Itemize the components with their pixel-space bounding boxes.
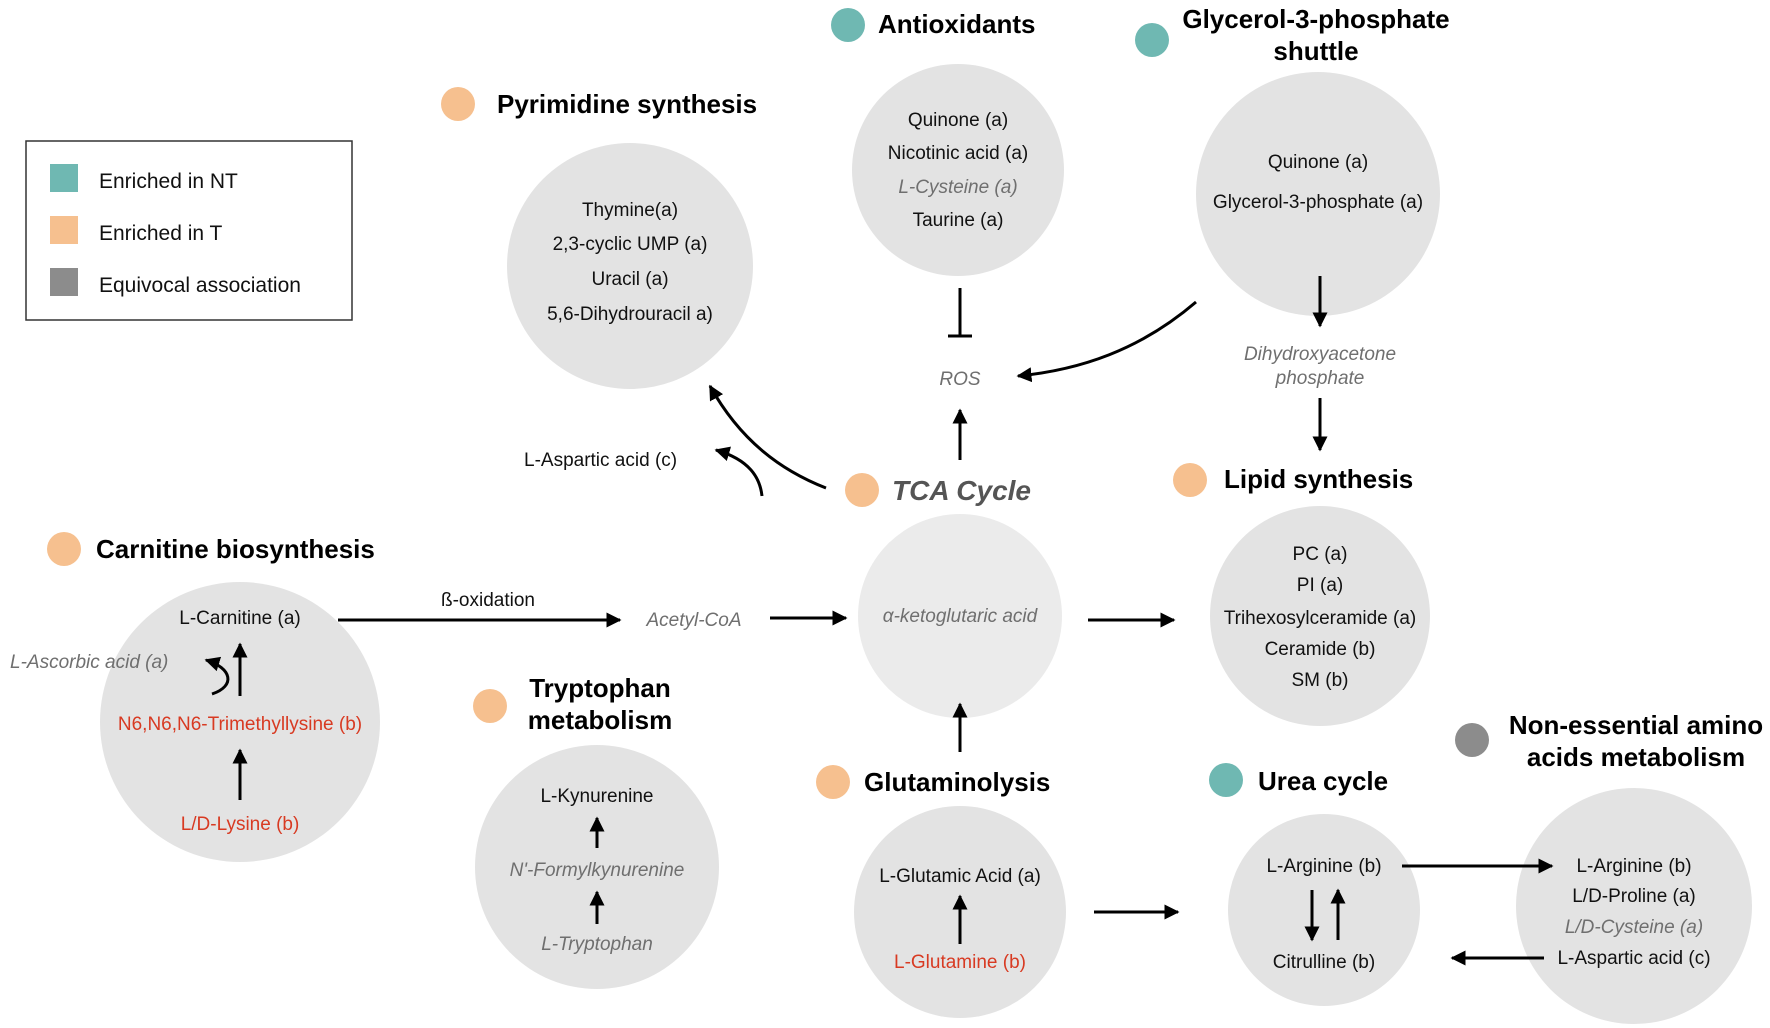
legend: Enriched in NT Enriched in T Equivocal a…: [25, 140, 353, 321]
metabolite-trihexosylceramide: Trihexosylceramide (a): [1224, 608, 1417, 629]
status-dot-carnitine: [47, 532, 81, 566]
legend-label-t: Enriched in T: [99, 222, 223, 245]
pathway-glycerol-shuttle: Glycerol-3-phosphate shuttle Quinone (a)…: [1135, 4, 1450, 316]
legend-label-nt: Enriched in NT: [99, 170, 238, 193]
pathway-title-lipid: Lipid synthesis: [1224, 464, 1413, 494]
status-dot-lipid: [1173, 463, 1207, 497]
status-dot-glutaminolysis: [816, 765, 850, 799]
intermediate-l-aspartic-acid: L-Aspartic acid (c): [524, 450, 677, 471]
metabolite-uracil: Uracil (a): [591, 269, 668, 290]
metabolite-ceramide: Ceramide (b): [1265, 639, 1376, 660]
metabolite-cyclic-ump: 2,3-cyclic UMP (a): [553, 234, 708, 255]
pathway-antioxidants: Antioxidants Quinone (a) Nicotinic acid …: [831, 8, 1064, 276]
metabolite-l-cysteine: L-Cysteine (a): [898, 177, 1017, 198]
metabolite-l-d-lysine: L/D-Lysine (b): [181, 814, 300, 835]
pathway-circle-tryptophan: [475, 745, 719, 989]
legend-label-equivocal: Equivocal association: [99, 274, 301, 297]
pathway-title-tryptophan-line1: Tryptophan: [529, 673, 671, 703]
pathway-title-glycerol-line1: Glycerol-3-phosphate: [1182, 4, 1449, 34]
cofactor-l-ascorbic-acid: L-Ascorbic acid (a): [10, 652, 168, 673]
metabolite-thymine: Thymine(a): [582, 200, 678, 221]
ascorbic-cofactor-curve: [204, 656, 230, 696]
pathway-nonessential-amino-acids: Non-essential amino acids metabolism L-A…: [1455, 710, 1763, 1024]
metabolite-l-tryptophan: L-Tryptophan: [541, 934, 653, 955]
pathway-title-tca: TCA Cycle: [892, 475, 1031, 506]
metabolite-l-arginine-nea: L-Arginine (b): [1576, 856, 1691, 877]
intermediate-ros: ROS: [939, 369, 981, 390]
pathway-urea-cycle: Urea cycle L-Arginine (b) Citrulline (b): [1209, 763, 1420, 1006]
status-dot-antioxidants: [831, 8, 865, 42]
arrow-tca-to-pyrimidine: [708, 384, 827, 490]
metabolite-n-formylkynurenine: N'-Formylkynurenine: [510, 860, 685, 881]
pathway-circle-tca: [858, 514, 1062, 718]
pathway-circle-nonessential: [1516, 788, 1752, 1024]
pathway-title-tryptophan-line2: metabolism: [528, 705, 673, 735]
metabolite-l-arginine-urea: L-Arginine (b): [1266, 856, 1381, 877]
pathway-title-glutaminolysis: Glutaminolysis: [864, 767, 1050, 797]
pathway-tca-cycle: TCA Cycle α-ketoglutaric acid: [845, 473, 1062, 718]
metabolite-quinone: Quinone (a): [908, 110, 1008, 131]
pathway-title-urea: Urea cycle: [1258, 766, 1388, 796]
pathway-pyrimidine: Pyrimidine synthesis Thymine(a) 2,3-cycl…: [441, 87, 757, 389]
pathway-circle-lipid: [1210, 506, 1430, 726]
metabolite-l-glutamine: L-Glutamine (b): [894, 952, 1026, 973]
status-dot-nonessential: [1455, 723, 1489, 757]
pathway-carnitine: Carnitine biosynthesis L-Carnitine (a) N…: [47, 532, 380, 862]
metabolite-alpha-ketoglutaric-acid: α-ketoglutaric acid: [883, 606, 1039, 627]
pathway-circle-glycerol: [1196, 72, 1440, 316]
metabolite-citrulline: Citrulline (b): [1273, 952, 1375, 973]
metabolite-dihydrouracil: 5,6-Dihydrouracil a): [547, 304, 713, 325]
metabolite-l-glutamic-acid: L-Glutamic Acid (a): [879, 866, 1041, 887]
pathway-circle-carnitine: [100, 582, 380, 862]
legend-swatch-nt: [50, 164, 78, 192]
metabolite-sm: SM (b): [1292, 670, 1349, 691]
pathway-tryptophan: Tryptophan metabolism L-Kynurenine N'-Fo…: [473, 673, 719, 989]
metabolite-l-d-proline: L/D-Proline (a): [1572, 886, 1696, 907]
pathway-glutaminolysis: Glutaminolysis L-Glutamic Acid (a) L-Glu…: [816, 765, 1066, 1018]
status-dot-pyrimidine: [441, 87, 475, 121]
legend-box: [25, 140, 353, 321]
metabolite-pi: PI (a): [1297, 575, 1343, 596]
legend-swatch-equivocal: [50, 268, 78, 296]
status-dot-tca: [845, 473, 879, 507]
metabolite-l-aspartic-acid-nea: L-Aspartic acid (c): [1557, 948, 1710, 969]
legend-swatch-t: [50, 216, 78, 244]
status-dot-tryptophan: [473, 689, 507, 723]
metabolite-l-kynurenine: L-Kynurenine: [540, 786, 653, 807]
status-dot-urea: [1209, 763, 1243, 797]
status-dot-glycerol: [1135, 23, 1169, 57]
pathway-circle-antioxidants: [852, 64, 1064, 276]
intermediate-dhap-line1: Dihydroxyacetone: [1244, 344, 1396, 365]
pathway-title-nonessential-line1: Non-essential amino: [1509, 710, 1763, 740]
pathway-lipid: Lipid synthesis PC (a) PI (a) Trihexosyl…: [1173, 463, 1430, 726]
metabolite-pc: PC (a): [1293, 544, 1348, 565]
metabolite-nicotinic-acid: Nicotinic acid (a): [888, 143, 1028, 164]
metabolite-l-carnitine: L-Carnitine (a): [179, 608, 300, 629]
pathway-circle-urea: [1228, 814, 1420, 1006]
metabolite-taurine: Taurine (a): [913, 210, 1004, 231]
label-beta-oxidation: ß-oxidation: [441, 590, 535, 611]
pathway-circle-pyrimidine: [507, 143, 753, 389]
intermediate-acetyl-coa: Acetyl-CoA: [645, 610, 741, 631]
pathway-title-carnitine: Carnitine biosynthesis: [96, 534, 375, 564]
pathway-title-glycerol-line2: shuttle: [1273, 36, 1358, 66]
pathway-title-pyrimidine: Pyrimidine synthesis: [497, 89, 757, 119]
metabolite-glycerol-3-phosphate: Glycerol-3-phosphate (a): [1213, 192, 1423, 213]
arrow-glycerol-to-ros: [1016, 300, 1197, 383]
intermediate-dhap-line2: phosphate: [1275, 368, 1365, 389]
metabolite-quinone-g3p: Quinone (a): [1268, 152, 1368, 173]
metabolite-l-d-cysteine: L/D-Cysteine (a): [1565, 917, 1703, 938]
pathway-title-nonessential-line2: acids metabolism: [1527, 742, 1745, 772]
pathway-title-antioxidants: Antioxidants: [878, 9, 1035, 39]
arrow-tca-to-aspartic: [714, 446, 764, 497]
metabolite-trimethyllysine: N6,N6,N6-Trimethyllysine (b): [118, 714, 362, 735]
